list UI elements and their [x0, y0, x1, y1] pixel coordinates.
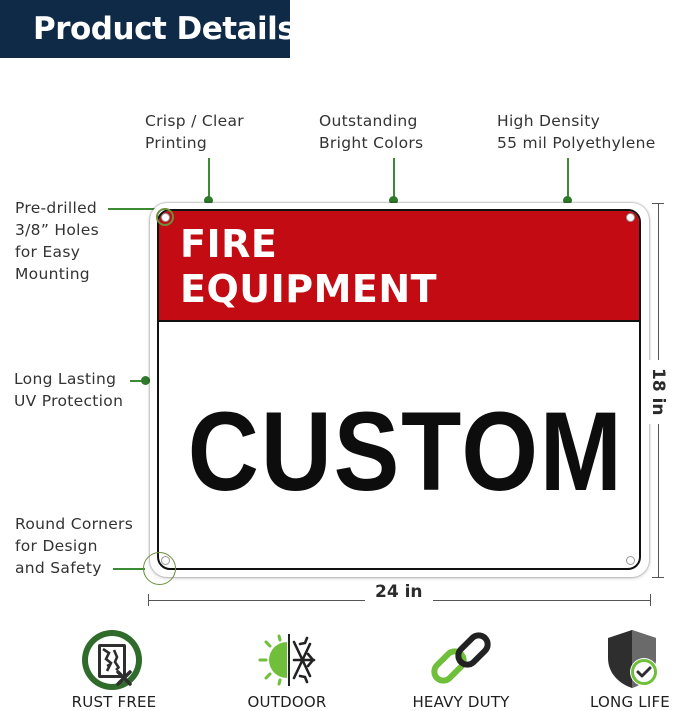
- leader-dot-printing: [204, 196, 213, 205]
- hole-highlight-ring: [156, 208, 174, 226]
- callout-colors: Outstanding Bright Colors: [319, 110, 423, 154]
- callout-corners: Round Corners for Design and Safety: [15, 513, 133, 579]
- mounting-hole-bottom-right: [626, 556, 635, 565]
- leader-printing: [208, 158, 210, 198]
- feature-label-rust-free: RUST FREE: [71, 693, 157, 711]
- callout-holes: Pre-drilled 3/8” Holes for Easy Mounting: [15, 197, 99, 285]
- callout-holes-line2: 3/8” Holes: [15, 221, 99, 239]
- leader-corners: [113, 568, 145, 570]
- callout-material-line2: 55 mil Polyethylene: [497, 134, 656, 152]
- callout-printing: Crisp / Clear Printing: [145, 110, 244, 154]
- page-title: Product Details: [33, 11, 296, 47]
- sun-snowflake-icon: [256, 632, 318, 692]
- leader-material: [567, 158, 569, 198]
- callout-corners-line3: and Safety: [15, 559, 102, 577]
- callout-uv: Long Lasting UV Protection: [14, 368, 123, 412]
- sign-heading-line1: FIRE: [180, 222, 278, 266]
- leader-dot-material: [563, 196, 572, 205]
- mounting-hole-top-left: [161, 213, 170, 222]
- callout-corners-line2: for Design: [15, 537, 98, 555]
- callout-holes-line1: Pre-drilled: [15, 199, 98, 217]
- height-label: 18 in: [648, 360, 668, 424]
- callout-printing-line1: Crisp / Clear: [145, 112, 244, 130]
- chain-link-icon: [428, 627, 494, 695]
- callout-holes-line4: Mounting: [15, 265, 90, 283]
- sign-heading-line2: EQUIPMENT: [180, 267, 438, 311]
- callout-uv-line2: UV Protection: [14, 392, 124, 410]
- callout-material: High Density 55 mil Polyethylene: [497, 110, 656, 154]
- mounting-hole-top-right: [626, 213, 635, 222]
- feature-label-heavy-duty: HEAVY DUTY: [412, 693, 510, 711]
- sign-header-band: FIRE EQUIPMENT: [159, 211, 639, 322]
- leader-dot-colors: [389, 196, 398, 205]
- header-banner: [0, 0, 290, 58]
- leader-uv: [130, 380, 144, 382]
- leader-colors: [393, 158, 395, 198]
- sign-face: FIRE EQUIPMENT CUSTOM: [157, 209, 641, 570]
- shield-check-icon: [604, 628, 662, 694]
- round-corner-highlight-ring: [143, 552, 176, 585]
- callout-uv-line1: Long Lasting: [14, 370, 117, 388]
- callout-corners-line1: Round Corners: [15, 515, 134, 533]
- leader-holes: [108, 208, 156, 210]
- feature-label-outdoor: OUTDOOR: [247, 693, 327, 711]
- callout-holes-line3: for Easy: [15, 243, 81, 261]
- feature-label-long-life: LONG LIFE: [590, 693, 670, 711]
- rust-free-icon: [80, 628, 144, 696]
- callout-colors-line1: Outstanding: [319, 112, 418, 130]
- leader-dot-uv: [141, 376, 150, 385]
- callout-colors-line2: Bright Colors: [319, 134, 424, 152]
- callout-printing-line2: Printing: [145, 134, 208, 152]
- sign-body-text: CUSTOM: [187, 389, 624, 514]
- callout-material-line1: High Density: [497, 112, 601, 130]
- width-label: 24 in: [365, 582, 433, 602]
